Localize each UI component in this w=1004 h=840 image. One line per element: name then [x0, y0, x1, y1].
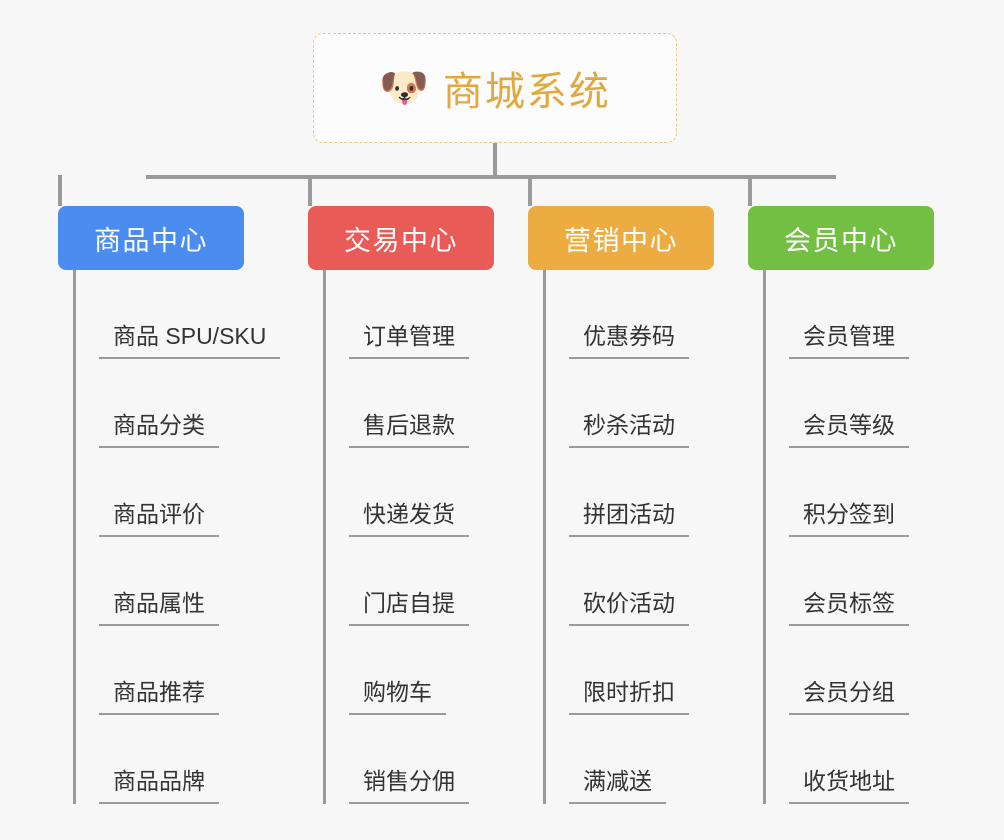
leaf-item[interactable]: 会员分组	[763, 626, 909, 715]
leaf-item[interactable]: 会员管理	[763, 270, 909, 359]
root-node-label: 商城系统	[442, 70, 611, 114]
leaf-item[interactable]: 优惠券码	[543, 270, 689, 359]
leaf-item[interactable]: 积分签到	[763, 448, 909, 537]
leaf-item[interactable]: 商品 SPU/SKU	[73, 270, 281, 359]
branch-leaf-list: 优惠券码秒杀活动拼团活动砍价活动限时折扣满减送	[543, 270, 689, 804]
leaf-item-label: 优惠券码	[569, 322, 689, 359]
leaf-item-label: 购物车	[349, 678, 446, 715]
branch-header-label: 交易中心	[344, 225, 458, 256]
branch-header-3[interactable]: 会员中心	[748, 206, 934, 270]
leaf-item-label: 销售分佣	[349, 767, 469, 804]
leaf-item-label: 商品品牌	[99, 767, 219, 804]
branch-header-2[interactable]: 营销中心	[528, 206, 714, 270]
branch-column-0: 商品中心 商品 SPU/SKU 商品分类商品评价商品属性商品推荐商品品牌	[58, 175, 281, 804]
branch-column-1: 交易中心 订单管理售后退款快递发货门店自提购物车销售分佣	[308, 175, 494, 804]
leaf-item[interactable]: 商品推荐	[73, 626, 280, 715]
leaf-item-label: 会员分组	[789, 678, 909, 715]
branch-drop-connector	[528, 175, 532, 206]
leaf-item-label: 秒杀活动	[569, 411, 689, 448]
leaf-item[interactable]: 销售分佣	[323, 715, 469, 804]
branch-leaf-list: 订单管理售后退款快递发货门店自提购物车销售分佣	[323, 270, 469, 804]
branch-column-3: 会员中心 会员管理会员等级积分签到会员标签会员分组收货地址	[748, 175, 934, 804]
leaf-item-label: 会员等级	[789, 411, 909, 448]
leaf-item-label: 快递发货	[349, 500, 469, 537]
leaf-item-label: 订单管理	[349, 322, 469, 359]
branch-leaf-list: 商品 SPU/SKU 商品分类商品评价商品属性商品推荐商品品牌	[73, 270, 281, 804]
branch-drop-connector	[308, 175, 312, 206]
leaf-item-label: 商品分类	[99, 411, 219, 448]
branch-spine-connector	[323, 270, 326, 804]
leaf-item[interactable]: 满减送	[543, 715, 689, 804]
branch-column-2: 营销中心 优惠券码秒杀活动拼团活动砍价活动限时折扣满减送	[528, 175, 714, 804]
branch-drop-connector	[58, 175, 62, 206]
leaf-item-label: 商品评价	[99, 500, 219, 537]
shiba-dog-face-icon: 🐶	[379, 66, 429, 110]
leaf-item[interactable]: 售后退款	[323, 359, 469, 448]
leaf-item-label: 商品推荐	[99, 678, 219, 715]
leaf-item[interactable]: 会员等级	[763, 359, 909, 448]
leaf-item-label: 砍价活动	[569, 589, 689, 626]
branch-spine-connector	[543, 270, 546, 804]
leaf-item-label: 商品属性	[99, 589, 219, 626]
branch-header-1[interactable]: 交易中心	[308, 206, 494, 270]
leaf-item[interactable]: 快递发货	[323, 448, 469, 537]
leaf-item-label: 限时折扣	[569, 678, 689, 715]
leaf-item[interactable]: 门店自提	[323, 537, 469, 626]
leaf-item-label: 会员管理	[789, 322, 909, 359]
leaf-item[interactable]: 商品评价	[73, 448, 280, 537]
leaf-item-label: 积分签到	[789, 500, 909, 537]
leaf-item[interactable]: 秒杀活动	[543, 359, 689, 448]
branch-spine-connector	[763, 270, 766, 804]
leaf-item-label: 拼团活动	[569, 500, 689, 537]
leaf-item[interactable]: 会员标签	[763, 537, 909, 626]
leaf-item-label: 满减送	[569, 767, 666, 804]
leaf-item-label: 收货地址	[789, 767, 909, 804]
leaf-item[interactable]: 购物车	[323, 626, 469, 715]
branch-drop-connector	[748, 175, 752, 206]
branch-header-label: 营销中心	[564, 225, 678, 256]
leaf-item[interactable]: 拼团活动	[543, 448, 689, 537]
branch-header-label: 会员中心	[784, 225, 898, 256]
leaf-item-label: 会员标签	[789, 589, 909, 626]
leaf-item[interactable]: 限时折扣	[543, 626, 689, 715]
branch-spine-connector	[73, 270, 76, 804]
leaf-item[interactable]: 砍价活动	[543, 537, 689, 626]
leaf-item[interactable]: 收货地址	[763, 715, 909, 804]
branch-header-label: 商品中心	[94, 225, 208, 256]
leaf-item[interactable]: 订单管理	[323, 270, 469, 359]
horizontal-bus-connector	[146, 175, 836, 179]
leaf-item[interactable]: 商品属性	[73, 537, 280, 626]
branch-header-0[interactable]: 商品中心	[58, 206, 244, 270]
leaf-item[interactable]: 商品品牌	[73, 715, 280, 804]
leaf-item[interactable]: 商品分类	[73, 359, 280, 448]
branch-leaf-list: 会员管理会员等级积分签到会员标签会员分组收货地址	[763, 270, 909, 804]
leaf-item-label: 门店自提	[349, 589, 469, 626]
leaf-item-label: 商品 SPU/SKU	[99, 322, 281, 359]
root-node[interactable]: 🐶 商城系统	[313, 33, 677, 143]
leaf-item-label: 售后退款	[349, 411, 469, 448]
root-stem-connector	[493, 143, 497, 179]
